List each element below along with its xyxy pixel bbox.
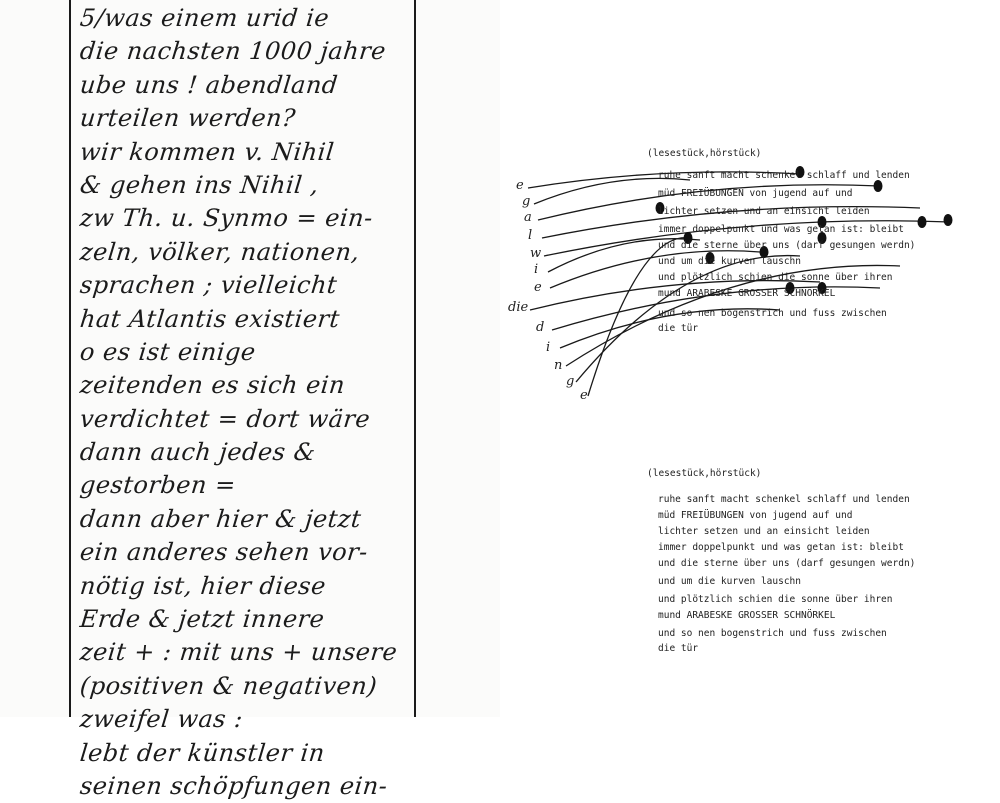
- handwritten-line: (positiven & negativen): [78, 671, 379, 700]
- ink-blot: [683, 232, 693, 244]
- handwritten-line: o es ist einige: [78, 337, 258, 366]
- annotated-poem: e g a l w i e die d i n g e (lesestück,h…: [500, 148, 1000, 408]
- poem-line: lichter setzen und an einsicht leiden: [658, 526, 870, 537]
- column-letter: n: [554, 358, 563, 373]
- column-letter: l: [528, 228, 533, 243]
- connection-line: [575, 254, 801, 383]
- poem-line: müd FREIÜBUNGEN von jugend auf und: [658, 188, 853, 199]
- handwritten-line: zeit + : mit uns + unsere: [78, 638, 399, 667]
- column-letter: e: [516, 178, 524, 193]
- handwritten-line: Erde & jetzt innere: [78, 605, 326, 634]
- connection-line: [565, 264, 901, 367]
- poem-line: immer doppelpunkt und was getan ist: ble…: [658, 224, 904, 235]
- handwritten-manuscript-page: 5/was einem urid ie die nachsten 1000 ja…: [0, 0, 500, 800]
- connection-line: [547, 238, 701, 273]
- poem-line: und die sterne über uns (darf gesungen w…: [658, 240, 916, 251]
- vertical-word-column: e g a l w i e die d i n g e: [500, 148, 620, 408]
- poem-line: müd FREIÜBUNGEN von jugend auf und: [658, 510, 853, 521]
- poem-line: lichter setzen und an einsicht leiden: [658, 206, 870, 217]
- handwritten-line: nötig ist, hier diese: [78, 571, 328, 600]
- handwritten-text: 5/was einem urid ie die nachsten 1000 ja…: [78, 2, 410, 800]
- connection-line: [551, 286, 881, 331]
- poem-line: und um die kurven lauschn: [658, 256, 801, 267]
- ink-blot: [817, 282, 827, 294]
- connection-line: [541, 205, 921, 239]
- handwritten-line: verdichtet = dort wäre: [78, 404, 372, 433]
- handwritten-line: sprachen ; vielleicht: [78, 271, 339, 300]
- ink-blot: [943, 214, 953, 226]
- ink-blot: [873, 180, 883, 192]
- right-margin-rule: [414, 0, 416, 717]
- ink-blot: [817, 216, 827, 228]
- ink-blot: [759, 246, 769, 258]
- ink-blot: [795, 166, 805, 178]
- poem-line: und die sterne über uns (darf gesungen w…: [658, 558, 916, 569]
- handwritten-line: gestorben =: [78, 471, 238, 500]
- handwritten-line: zeitenden es sich ein: [78, 371, 347, 400]
- handwritten-line: lebt der künstler in: [78, 738, 327, 767]
- typescript-page: e g a l w i e die d i n g e (lesestück,h…: [500, 0, 1000, 717]
- connection-line: [549, 250, 761, 289]
- handwritten-line: seinen schöpfungen ein-: [78, 771, 389, 800]
- connection-line: [533, 177, 691, 205]
- handwritten-line: dann aber hier & jetzt: [78, 504, 363, 533]
- connection-line: [543, 220, 951, 257]
- connection-lines: [527, 166, 953, 397]
- column-letter: a: [524, 210, 532, 225]
- column-letter: i: [534, 262, 539, 277]
- handwritten-line: zw Th. u. Synmo = ein-: [78, 204, 375, 233]
- poem-line: immer doppelpunkt und was getan ist: ble…: [658, 542, 904, 553]
- poem-title: (lesestück,hörstück): [647, 148, 762, 159]
- handwritten-line: wir kommen v. Nihil: [78, 137, 336, 166]
- poem-line: die tür: [658, 323, 699, 334]
- poem-title: (lesestück,hörstück): [647, 468, 762, 479]
- connection-line: [537, 184, 881, 221]
- left-margin-rule: [69, 0, 71, 717]
- connection-line: [527, 171, 801, 189]
- column-letter: e: [534, 280, 542, 295]
- column-letter: d: [536, 320, 545, 335]
- ink-blot: [655, 202, 665, 214]
- column-letter: e: [580, 388, 588, 403]
- handwritten-line: 5/was einem urid ie: [78, 4, 331, 32]
- poem-line: ruhe sanft macht schenkel schlaff und le…: [658, 170, 910, 181]
- poem-line: und so nen bogenstrich und fuss zwischen: [658, 628, 887, 639]
- clean-poem: (lesestück,hörstück) ruhe sanft macht sc…: [500, 468, 1000, 658]
- ink-blot: [705, 252, 715, 264]
- poem-line: und um die kurven lauschn: [658, 576, 801, 587]
- connection-line: [587, 237, 691, 397]
- ink-blot: [917, 216, 927, 228]
- handwritten-line: zeln, völker, nationen,: [78, 237, 362, 266]
- connection-line: [529, 279, 821, 311]
- handwritten-line: zweifel was :: [78, 705, 245, 734]
- handwritten-line: hat Atlantis existiert: [78, 304, 342, 333]
- handwritten-line: ube uns ! abendland: [78, 70, 340, 99]
- ink-blot: [817, 232, 827, 244]
- handwritten-line: & gehen ins Nihil ,: [78, 170, 321, 199]
- column-letter: die: [508, 300, 529, 315]
- poem-line: und plötzlich schien die sonne über ihre…: [658, 272, 893, 283]
- column-letter: g: [522, 194, 531, 209]
- poem-line: mund ARABESKE GROSSER SCHNÖRKEL: [658, 610, 836, 621]
- poem-line: ruhe sanft macht schenkel schlaff und le…: [658, 494, 910, 505]
- ink-blot: [785, 282, 795, 294]
- handwritten-line: ein anderes sehen vor-: [78, 538, 370, 567]
- column-letter: g: [566, 374, 575, 389]
- poem-line: die tür: [658, 643, 699, 654]
- connection-line: [559, 308, 781, 349]
- column-letter: w: [530, 246, 542, 261]
- poem-line: und plötzlich schien die sonne über ihre…: [658, 594, 893, 605]
- handwritten-line: dann auch jedes &: [78, 438, 318, 467]
- handwritten-line: die nachsten 1000 jahre: [78, 37, 388, 66]
- poem-line: mund ARABESKE GROSSER SCHNÖRKEL: [658, 288, 836, 299]
- column-letter: i: [546, 340, 551, 355]
- poem-line: und so nen bogenstrich und fuss zwischen: [658, 308, 887, 319]
- handwritten-line: urteilen werden?: [78, 104, 298, 133]
